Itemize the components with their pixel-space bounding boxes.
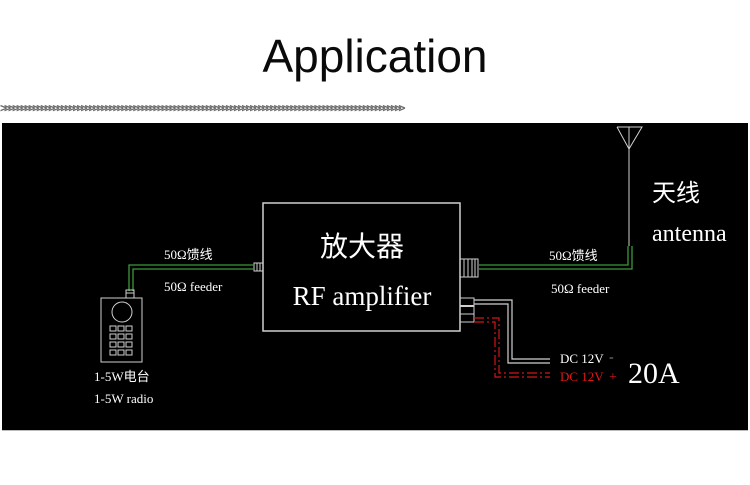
right-feeder-label-en: 50Ω feeder (551, 281, 610, 296)
diagram-panel: 放大器 RF amplifier 50Ω馈线 50Ω feeder 1-5W电台 (2, 123, 748, 431)
amplifier-label-en: RF amplifier (293, 281, 432, 311)
application-diagram: 放大器 RF amplifier 50Ω馈线 50Ω feeder 1-5W电台 (94, 126, 727, 406)
radio-label-cn: 1-5W电台 (94, 369, 150, 384)
negative-voltage-label: DC 12V (560, 351, 604, 366)
positive-sign: + (609, 370, 617, 385)
antenna-label-cn: 天线 (652, 180, 700, 207)
left-feeder-label-en: 50Ω feeder (164, 279, 223, 294)
amplifier-box (262, 202, 461, 332)
right-feeder-cable (479, 246, 633, 270)
radio-label-en: 1-5W radio (94, 391, 153, 406)
input-connector (253, 262, 264, 272)
left-feeder-label-cn: 50Ω馈线 (164, 247, 213, 262)
antenna-label-en: antenna (652, 221, 727, 247)
radio-icon (100, 289, 143, 363)
output-connector (459, 258, 479, 278)
negative-sign: - (609, 350, 614, 365)
current-label: 20A (628, 357, 680, 390)
chevron-divider: >>>>>>>>>>>>>>>>>>>>>>>>>>>>>>>>>>>>>>>>… (0, 101, 406, 115)
antenna-icon (616, 126, 643, 246)
left-feeder-cable (128, 264, 254, 291)
positive-lead (474, 317, 550, 378)
power-connector (459, 297, 475, 323)
amplifier-label-cn: 放大器 (320, 231, 404, 263)
negative-lead (474, 299, 550, 364)
page-title: Application (262, 30, 488, 82)
positive-voltage-label: DC 12V (560, 369, 604, 384)
right-feeder-label-cn: 50Ω馈线 (549, 248, 598, 263)
